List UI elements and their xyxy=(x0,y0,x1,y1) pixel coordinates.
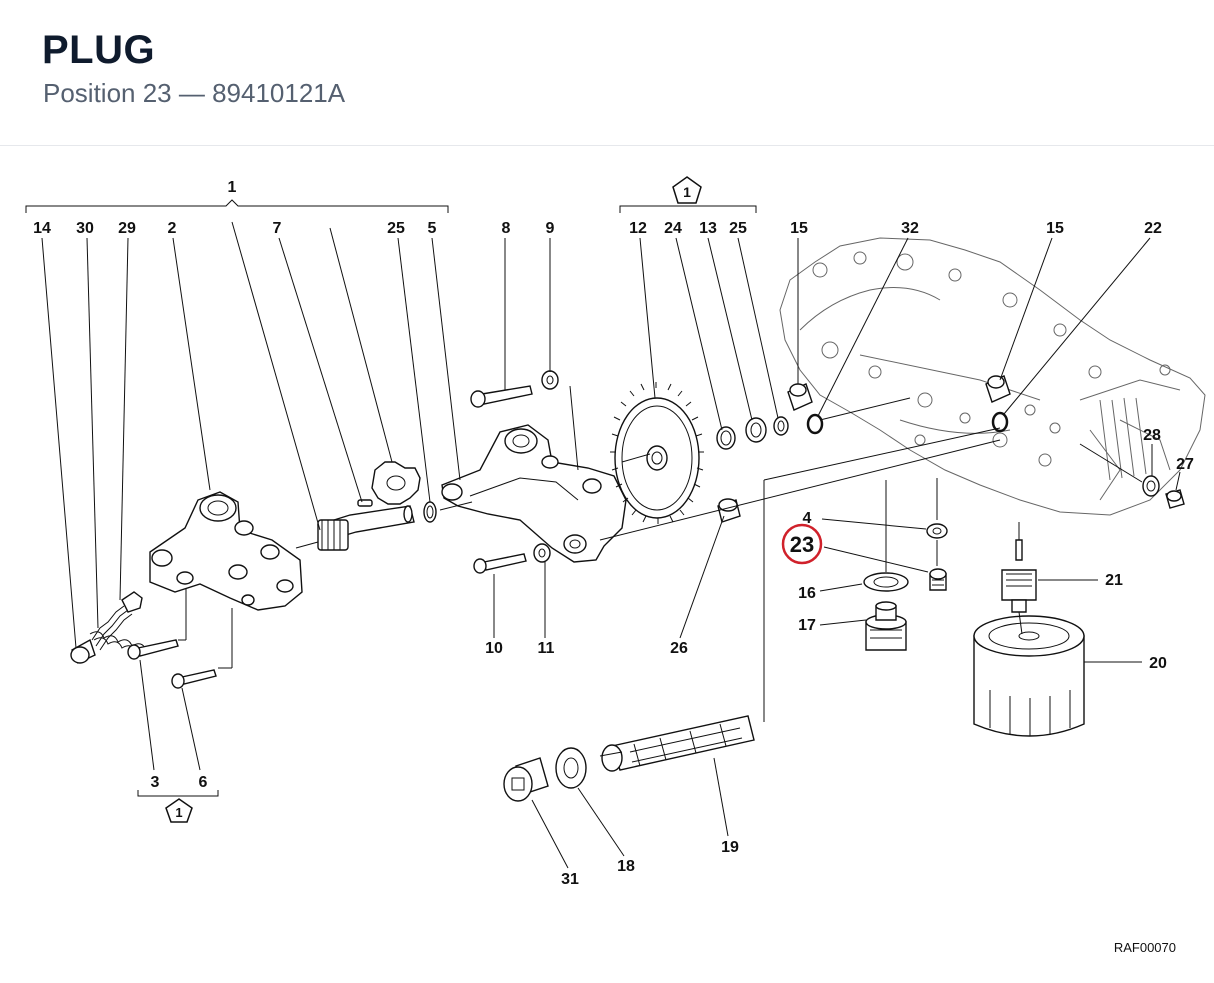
pump-body xyxy=(441,424,627,563)
washer-4 xyxy=(926,523,948,539)
label-p1-top: 1 xyxy=(228,179,237,196)
plug-17 xyxy=(865,601,907,651)
plug-31 xyxy=(503,757,549,802)
bushing-15b xyxy=(985,375,1011,403)
label-p19: 19 xyxy=(721,839,739,856)
washer-28 xyxy=(1142,475,1160,497)
label-p5: 5 xyxy=(428,220,437,237)
label-p25b: 25 xyxy=(729,220,747,237)
label-p15a: 15 xyxy=(790,220,808,237)
strainer-19 xyxy=(601,715,755,772)
plug-27 xyxy=(1165,489,1185,509)
kit-badge-top: 1 xyxy=(672,176,702,204)
label-p24: 24 xyxy=(664,220,682,237)
label-p23: 23 xyxy=(790,532,814,557)
exploded-parts-diagram: 1 14 30 29 2 7 25 5 8 9 1 12 24 13 25 15… xyxy=(0,146,1214,978)
washer-16 xyxy=(863,572,909,592)
engine-case xyxy=(779,237,1206,516)
ring-25 xyxy=(773,416,789,436)
screw-10 xyxy=(473,553,527,574)
label-p4: 4 xyxy=(803,510,812,527)
drive-gear xyxy=(610,382,704,524)
ring-13 xyxy=(745,417,767,443)
kit-badge-bottom-number: 1 xyxy=(175,805,182,820)
pump-gear xyxy=(371,461,421,505)
washer-5 xyxy=(423,501,437,523)
nipple-21 xyxy=(1001,539,1037,613)
label-p6: 6 xyxy=(199,774,208,791)
label-p25a: 25 xyxy=(387,220,405,237)
screw-3 xyxy=(127,639,179,660)
washer-9 xyxy=(541,370,559,390)
part-labels: 1 14 30 29 2 7 25 5 8 9 1 12 24 13 25 15… xyxy=(33,176,1194,955)
label-p27: 27 xyxy=(1176,456,1194,473)
drawing-reference: RAF00070 xyxy=(1114,940,1176,955)
label-p8: 8 xyxy=(502,220,511,237)
label-p31: 31 xyxy=(561,871,579,888)
label-p32: 32 xyxy=(901,220,919,237)
screw-8 xyxy=(470,385,533,408)
label-p26: 26 xyxy=(670,640,688,657)
part-subtitle: Position 23 — 89410121A xyxy=(43,78,346,108)
label-p9: 9 xyxy=(546,220,555,237)
label-p11: 11 xyxy=(538,640,555,657)
label-p10: 10 xyxy=(485,640,503,657)
label-p16: 16 xyxy=(798,585,816,602)
label-p13: 13 xyxy=(699,220,717,237)
page-header: PLUG Position 23 — 89410121A xyxy=(0,0,1214,146)
label-p12: 12 xyxy=(629,220,647,237)
label-p30: 30 xyxy=(76,220,94,237)
washer-18 xyxy=(555,747,587,789)
plug-23 xyxy=(929,568,947,591)
pump-shaft xyxy=(317,505,415,551)
oil-filter-20 xyxy=(973,615,1085,737)
washer-11 xyxy=(533,543,551,563)
screw-6 xyxy=(171,669,217,689)
relief-valve-parts xyxy=(70,591,147,664)
highlighted-callout-23[interactable]: 23 xyxy=(781,523,823,565)
part-title: PLUG xyxy=(42,28,156,72)
kit-badge-top-number: 1 xyxy=(683,184,691,200)
o-ring-22 xyxy=(991,411,1009,433)
label-p17: 17 xyxy=(798,617,816,634)
pump-cover xyxy=(149,491,303,611)
label-p29: 29 xyxy=(118,220,136,237)
o-ring-32 xyxy=(806,413,824,435)
ring-24 xyxy=(716,426,736,450)
label-p3: 3 xyxy=(151,774,160,791)
label-p7: 7 xyxy=(273,220,282,237)
leader-lines xyxy=(25,199,1181,869)
bushing-26 xyxy=(717,498,741,523)
label-p18: 18 xyxy=(617,858,635,875)
label-p2: 2 xyxy=(168,220,177,237)
bushing-15a xyxy=(787,383,813,411)
pin xyxy=(357,499,373,507)
label-p15b: 15 xyxy=(1046,220,1064,237)
label-p22: 22 xyxy=(1144,220,1162,237)
label-p20: 20 xyxy=(1149,655,1167,672)
kit-badge-bottom: 1 xyxy=(165,798,193,823)
diagram-svg: 1 14 30 29 2 7 25 5 8 9 1 12 24 13 25 15… xyxy=(25,176,1206,955)
label-p21: 21 xyxy=(1105,572,1123,589)
label-p28: 28 xyxy=(1143,427,1161,444)
label-p14: 14 xyxy=(33,220,51,237)
